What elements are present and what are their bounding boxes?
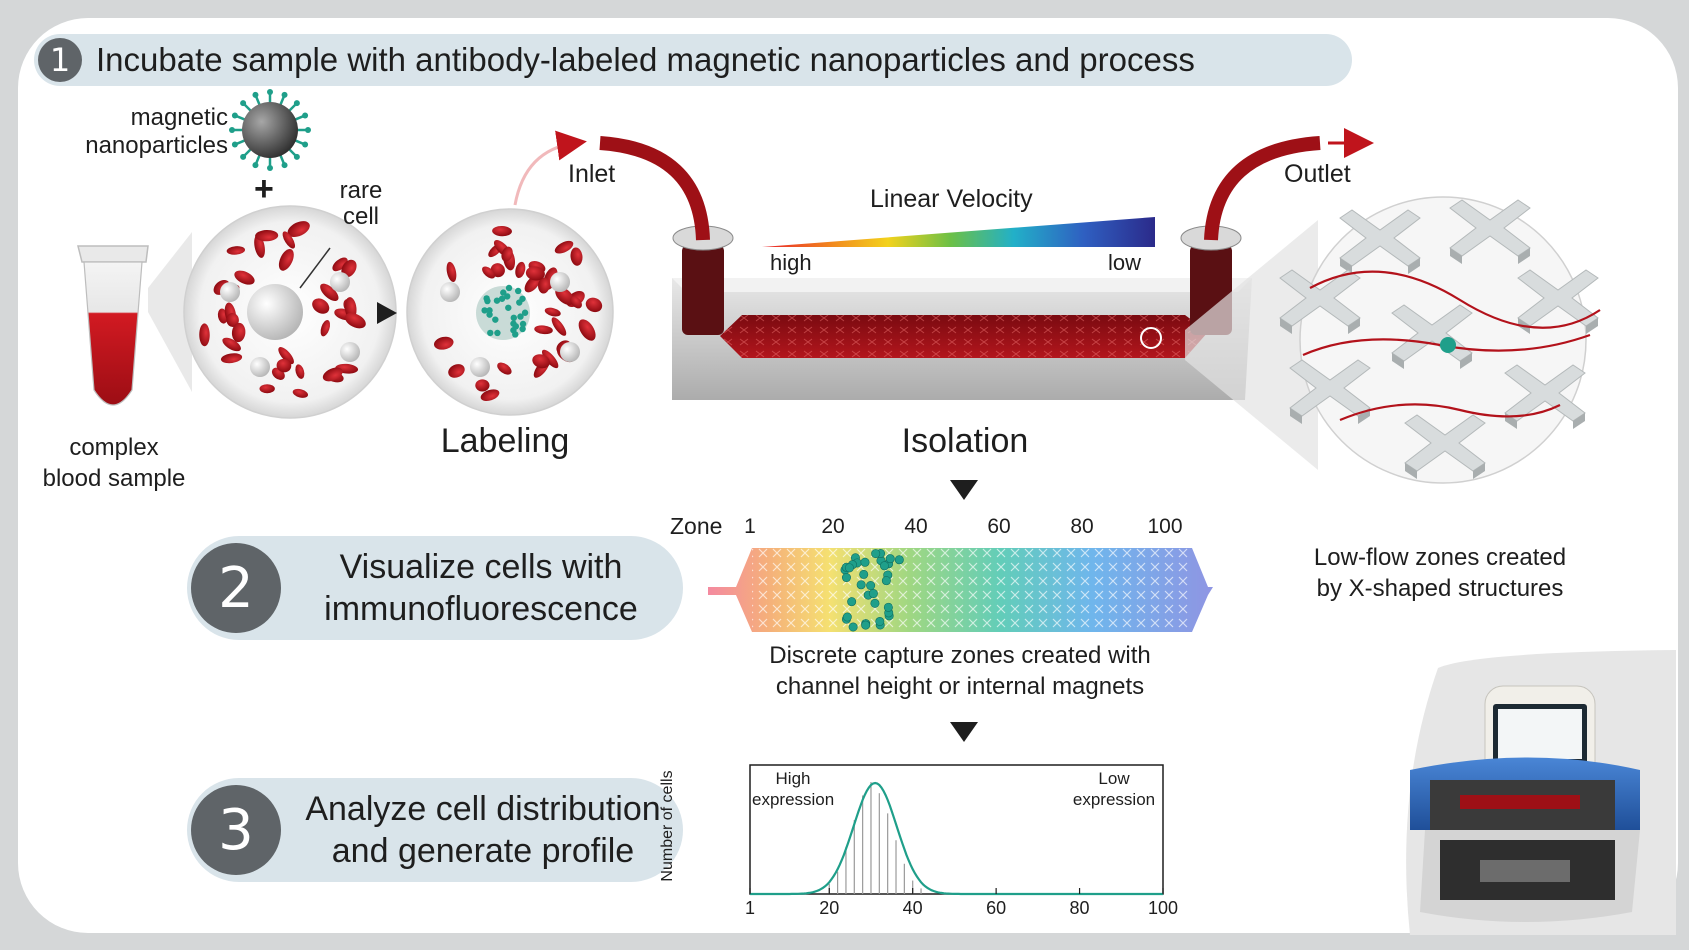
chart-x-tick-label: 1 <box>744 898 755 918</box>
instrument-device-icon <box>1406 650 1676 935</box>
step1-number: 1 <box>49 41 71 79</box>
chart-x-tick-label: 40 <box>902 898 923 918</box>
sample-circle-labeled <box>406 208 614 416</box>
zoom-wedge-right <box>1185 220 1318 470</box>
blood-tube-icon <box>77 245 149 406</box>
chart-x-tick-label: 80 <box>1069 898 1090 918</box>
step1-title: Incubate sample with antibody-labeled ma… <box>96 41 1195 78</box>
zoom-wedge <box>148 232 192 392</box>
zone-tick-label: 100 <box>1147 515 1183 538</box>
outlet-label: Outlet <box>1284 160 1351 188</box>
plus-sign: + <box>254 170 274 208</box>
step1-badge: 1 <box>38 38 82 82</box>
zone-label: Zone <box>670 513 723 539</box>
zone-tick-label: 1 <box>744 515 756 538</box>
isolation-device <box>599 128 1374 400</box>
step3-badge: 3 <box>191 785 281 875</box>
transfer-arrow <box>513 130 587 206</box>
low-flow-zones-label: Low-flow zones created by X-shaped struc… <box>1313 544 1567 602</box>
low-flow-zone-circle <box>1279 196 1601 484</box>
sample-circle-complex <box>183 205 397 419</box>
chart-annotation-high: High expression <box>752 769 835 809</box>
magnetic-nanoparticles-label: magnetic nanoparticles <box>85 104 228 159</box>
chart-x-tick-label: 100 <box>1147 898 1179 918</box>
inlet-label: Inlet <box>568 160 616 188</box>
chart-fit-curve <box>750 781 1163 896</box>
distribution-chart <box>749 764 1164 896</box>
rare-cell-label: rare cell <box>339 177 383 230</box>
step2-badge: 2 <box>191 543 281 633</box>
linear-velocity-label: Linear Velocity <box>870 185 1033 213</box>
step3-panel: 3 Analyze cell distribution and generate… <box>187 778 683 882</box>
process-arrow-icon <box>377 302 397 324</box>
step3-title: Analyze cell distribution and generate p… <box>305 790 661 870</box>
magnetic-nanoparticle-icon <box>229 89 311 171</box>
down-arrow-icon <box>950 722 978 742</box>
velocity-gradient <box>762 217 1155 247</box>
chart-x-tick-label: 60 <box>986 898 1007 918</box>
labeling-label: Labeling <box>440 422 570 460</box>
zone-tick-label: 40 <box>904 515 928 538</box>
velocity-low-label: low <box>1108 250 1142 275</box>
zone-tick-label: 80 <box>1070 515 1094 538</box>
step2-number: 2 <box>218 555 254 621</box>
step3-number: 3 <box>218 797 254 863</box>
step1-header: 1 Incubate sample with antibody-labeled … <box>34 34 1352 86</box>
step2-title: Visualize cells with immunofluorescence <box>324 548 638 628</box>
chart-annotation-low: Low expression <box>1072 769 1156 809</box>
zone-tick-label: 20 <box>821 515 845 538</box>
down-arrow-icon <box>950 480 978 500</box>
chart-x-tick-label: 20 <box>819 898 840 918</box>
step2-panel: 2 Visualize cells with immunofluorescenc… <box>187 536 683 640</box>
complex-blood-sample-label: complex blood sample <box>42 434 186 492</box>
zone-tick-label: 60 <box>987 515 1011 538</box>
discrete-capture-label: Discrete capture zones created with chan… <box>769 642 1151 700</box>
isolation-label: Isolation <box>901 422 1029 460</box>
capture-zone-strip <box>708 548 1213 632</box>
velocity-high-label: high <box>770 250 812 275</box>
chart-ylabel: Number of cells <box>659 770 676 882</box>
